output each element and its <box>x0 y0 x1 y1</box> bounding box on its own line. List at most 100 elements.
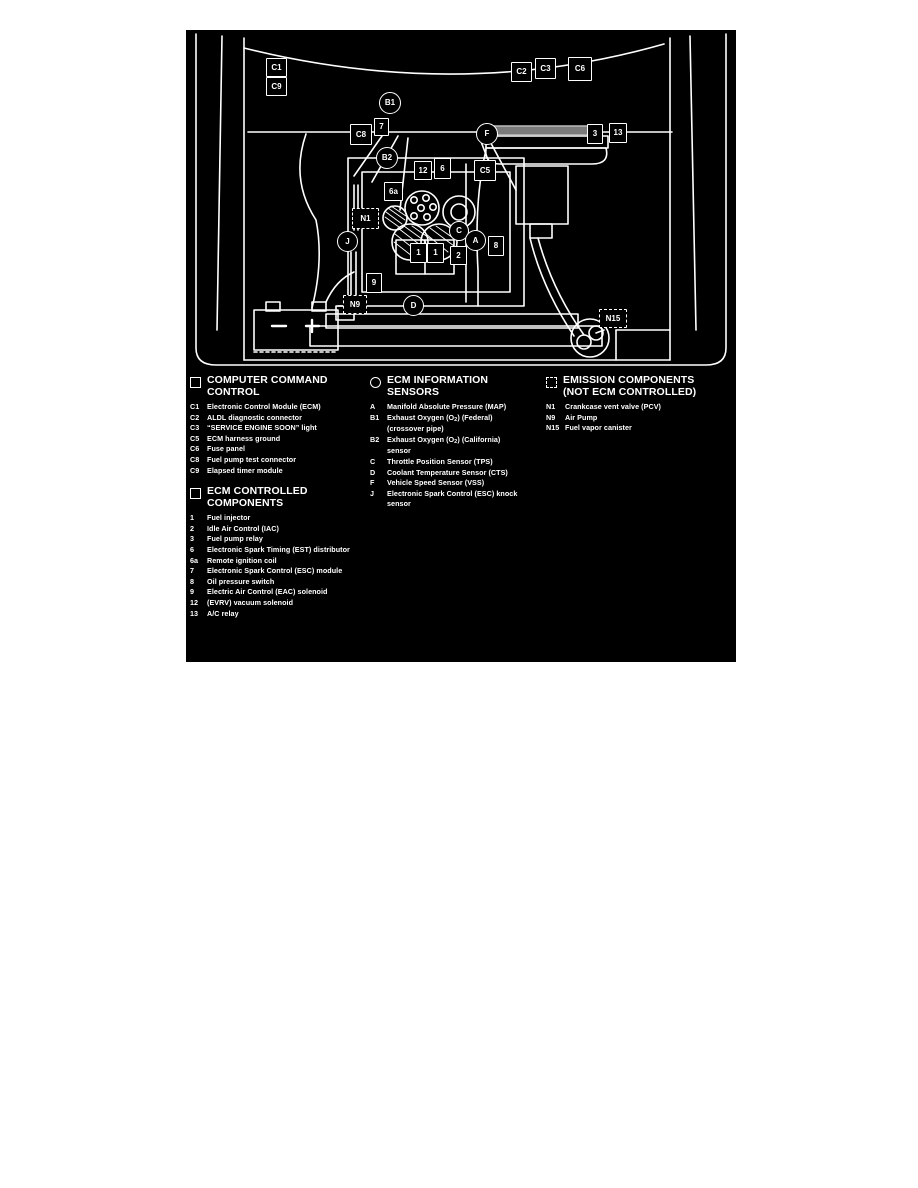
legend-group-header: ECM CONTROLLED COMPONENTS <box>190 485 370 509</box>
callout-c1: C1 <box>266 58 287 77</box>
legend-item-label: Fuel pump relay <box>207 534 263 544</box>
callout-c3: C3 <box>535 58 556 79</box>
legend-item-key: B2 <box>370 434 380 444</box>
legend-group-title: ECM INFORMATION SENSORS <box>387 374 489 398</box>
legend-item: C6 Fuse panel <box>190 444 370 455</box>
legend-item-label: A/C relay <box>207 608 239 618</box>
legend-item-key: 6 <box>190 544 195 554</box>
legend-item-label: “SERVICE ENGINE SOON” light <box>207 423 317 433</box>
legend-item-label: Fuel pump test connector <box>207 454 297 464</box>
callout-n15: N15 <box>599 309 627 328</box>
legend-group-title: COMPUTER COMMAND CONTROL <box>207 374 328 398</box>
legend-item-label: Exhaust Oxygen (O2) (California)sensor <box>387 434 501 456</box>
legend-group-header: COMPUTER COMMAND CONTROL <box>190 374 370 398</box>
callout-6a: 6a <box>384 182 403 201</box>
legend-item: A Manifold Absolute Pressure (MAP) <box>370 402 540 413</box>
legend-item-label: Idle Air Control (IAC) <box>207 523 279 533</box>
legend-item-key: N1 <box>546 402 556 411</box>
legend-item: C3“SERVICE ENGINE SOON” light <box>190 423 370 434</box>
legend-item-label: Electronic Spark Timing (EST) distributo… <box>207 544 350 554</box>
legend-item-label: Manifold Absolute Pressure (MAP) <box>387 402 507 411</box>
callout-2: 2 <box>450 246 467 265</box>
legend-item-label: Coolant Temperature Sensor (CTS) <box>387 467 508 477</box>
legend-item-key: C2 <box>190 412 200 422</box>
legend-item-label: Exhaust Oxygen (O2) (Federal)(crossover … <box>387 412 493 434</box>
callout-7: 7 <box>374 118 389 136</box>
callout-12: 12 <box>414 161 432 180</box>
legend-group-title: EMISSION COMPONENTS (NOT ECM CONTROLLED) <box>563 374 697 398</box>
legend-column-right: EMISSION COMPONENTS (NOT ECM CONTROLLED)… <box>546 374 736 444</box>
legend-item: 6 Electronic Spark Timing (EST) distribut… <box>190 545 370 556</box>
legend-item-key: B1 <box>370 412 380 422</box>
legend-item: 2 Idle Air Control (IAC) <box>190 524 370 535</box>
legend-group-ecm-information-sensors: ECM INFORMATION SENSORS A Manifold Absolut… <box>370 374 540 510</box>
legend-item-key: 2 <box>190 523 195 533</box>
legend-item-label: Fuse panel <box>207 444 246 454</box>
legend-item-label: ALDL diagnostic connector <box>207 412 302 422</box>
legend-item-label: Fuel vapor canister <box>565 423 632 433</box>
callout-13: 13 <box>609 123 627 143</box>
legend-item: B2 Exhaust Oxygen (O2) (California)sensor <box>370 435 540 457</box>
legend-item-key: C6 <box>190 444 200 454</box>
legend-item: 9 Electric Air Control (EAC) solenoid <box>190 587 370 598</box>
legend-item-key: 12 <box>190 597 199 607</box>
callout-d: D <box>403 295 424 316</box>
callout-c8: C8 <box>350 124 372 145</box>
legend-item-label: (EVRV) vacuum solenoid <box>207 597 294 607</box>
callout-6: 6 <box>434 158 451 179</box>
legend-item-label: Electric Air Control (EAC) solenoid <box>207 587 328 597</box>
legend-item: C8 Fuel pump test connector <box>190 455 370 466</box>
legend-item-key: C8 <box>190 454 200 464</box>
dashed-square-outline-icon <box>546 377 557 388</box>
callout-1a: 1 <box>410 243 427 263</box>
legend-item: 3 Fuel pump relay <box>190 534 370 545</box>
legend-item: C5 ECM harness ground <box>190 434 370 445</box>
legend-item-label: Vehicle Speed Sensor (VSS) <box>387 478 485 488</box>
callout-b2: B2 <box>376 147 398 169</box>
legend-item: 12 (EVRV) vacuum solenoid <box>190 598 370 609</box>
legend-group-header: EMISSION COMPONENTS (NOT ECM CONTROLLED) <box>546 374 736 398</box>
legend-item-key: J <box>370 488 375 498</box>
callout-f: F <box>476 123 498 145</box>
legend-item: N15 Fuel vapor canister <box>546 423 736 434</box>
callout-8: 8 <box>488 236 504 256</box>
legend-item-key: A <box>370 402 376 411</box>
legend-item-label: Air Pump <box>565 412 598 422</box>
legend-item-key: 13 <box>190 608 199 618</box>
legend-item-label: Remote ignition coil <box>207 555 277 565</box>
legend-group-header: ECM INFORMATION SENSORS <box>370 374 540 398</box>
callout-n1: N1 <box>352 208 379 229</box>
legend-item-key: 8 <box>190 576 195 586</box>
legend-item-key: N15 <box>546 423 560 433</box>
legend-item-key: 9 <box>190 587 195 597</box>
legend-column-middle: ECM INFORMATION SENSORS A Manifold Absolut… <box>370 374 540 520</box>
callout-j: J <box>337 231 358 252</box>
legend-item: 13 A/C relay <box>190 609 370 620</box>
legend-item-key: 6a <box>190 555 199 565</box>
legend-item-key: 3 <box>190 534 195 544</box>
legend-item-label: ECM harness ground <box>207 433 281 443</box>
legend-item-key: C1 <box>190 402 200 411</box>
callout-n9: N9 <box>343 295 367 314</box>
callout-1b: 1 <box>427 243 444 263</box>
callout-b1: B1 <box>379 92 401 114</box>
legend-item: C2 ALDL diagnostic connector <box>190 413 370 424</box>
legend-item-label: Elapsed timer module <box>207 465 283 475</box>
callout-c5: C5 <box>474 160 496 181</box>
square-outline-icon <box>190 488 201 500</box>
callout-3: 3 <box>587 124 603 144</box>
legend-item: B1 Exhaust Oxygen (O2) (Federal)(crossove… <box>370 413 540 435</box>
legend-item-label: Electronic Spark Control (ESC) module <box>207 566 343 576</box>
legend-item-key: C5 <box>190 433 200 443</box>
legend-item-key: 7 <box>190 566 195 576</box>
